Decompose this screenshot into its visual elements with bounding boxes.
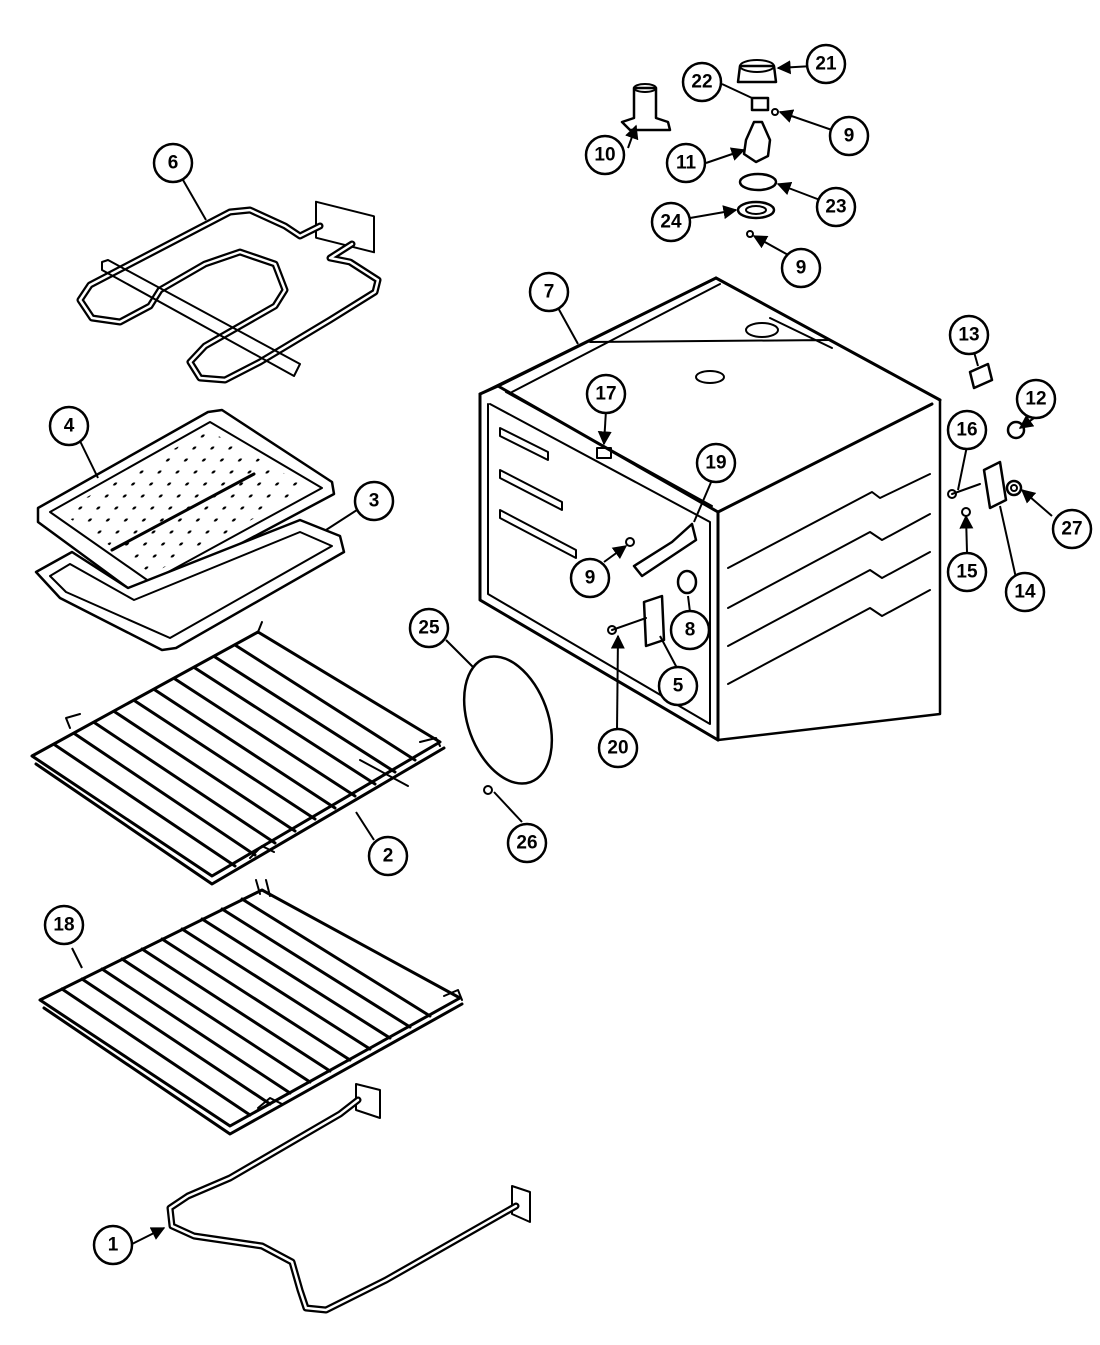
callout-20: 20 — [597, 727, 639, 769]
callout-label: 4 — [64, 416, 75, 437]
callout-label: 1 — [108, 1235, 119, 1256]
callout-1: 1 — [92, 1224, 134, 1266]
callout-label: 9 — [844, 126, 855, 147]
callout-label: 9 — [796, 258, 807, 279]
broil-pan — [34, 518, 346, 652]
callout-label: 26 — [516, 833, 537, 854]
callout-5: 5 — [657, 665, 699, 707]
light-bulb — [742, 120, 772, 164]
callout-17: 17 — [585, 373, 627, 415]
callout-label: 25 — [418, 618, 440, 639]
light-adapter — [750, 96, 770, 112]
washer — [1005, 479, 1023, 497]
callout-label: 18 — [53, 915, 74, 936]
callout-label: 10 — [594, 145, 615, 166]
callout-18: 18 — [43, 904, 85, 946]
light-gasket — [738, 172, 778, 192]
bake-element — [166, 1083, 531, 1314]
callout-16: 16 — [946, 409, 988, 451]
bracket — [642, 594, 666, 648]
callout-label: 17 — [595, 384, 616, 405]
callout-label: 27 — [1061, 519, 1082, 540]
callout-23: 23 — [815, 186, 857, 228]
callout-label: 20 — [607, 738, 628, 759]
callout-7: 7 — [528, 271, 570, 313]
callout-10: 10 — [584, 134, 626, 176]
callout-label: 8 — [685, 620, 696, 641]
callout-label: 11 — [676, 153, 697, 174]
cover-plate — [462, 655, 554, 785]
oven-rack — [30, 621, 446, 886]
callout-label: 24 — [660, 212, 682, 233]
screw — [625, 108, 779, 547]
callout-12: 12 — [1015, 378, 1057, 420]
callout-label: 16 — [956, 420, 977, 441]
callout-label: 21 — [815, 54, 837, 75]
callout-9-lower: 9 — [780, 247, 822, 289]
screw-long — [607, 617, 647, 635]
callout-label: 2 — [383, 846, 394, 867]
knob-nut — [1006, 420, 1026, 440]
callout-2: 2 — [367, 835, 409, 877]
callout-label: 15 — [956, 562, 978, 583]
callout-label: 9 — [585, 568, 596, 589]
callout-label: 7 — [544, 282, 555, 303]
callout-8: 8 — [669, 609, 711, 651]
light-socket — [620, 83, 672, 132]
callout-27: 27 — [1051, 508, 1093, 550]
light-lens — [736, 200, 776, 220]
callout-label: 23 — [825, 197, 846, 218]
callout-label: 14 — [1014, 582, 1036, 603]
callout-label: 5 — [673, 676, 684, 697]
broil-element — [76, 200, 382, 384]
leader-lines — [71, 60, 1053, 1245]
rack-stop-clip — [632, 522, 698, 578]
callout-6: 6 — [152, 142, 194, 184]
callout-label: 6 — [168, 153, 179, 174]
callout-26: 26 — [506, 822, 548, 864]
callout-14: 14 — [1004, 571, 1046, 613]
light-cover — [736, 59, 778, 84]
plug-button — [676, 569, 698, 595]
callout-19: 19 — [695, 442, 737, 484]
callout-24: 24 — [650, 201, 692, 243]
callout-label: 19 — [705, 453, 726, 474]
broil-pan-insert — [36, 408, 336, 596]
hinge-plate — [982, 460, 1008, 510]
callout-label: 12 — [1025, 389, 1046, 410]
callout-4: 4 — [48, 405, 90, 447]
callout-25: 25 — [408, 607, 450, 649]
bolt — [947, 483, 981, 499]
spacer — [968, 362, 994, 390]
callout-21: 21 — [805, 43, 847, 85]
oven-cavity — [478, 276, 942, 742]
callout-label: 13 — [958, 325, 979, 346]
callout-label: 3 — [369, 491, 380, 512]
callout-9-upper: 9 — [828, 115, 870, 157]
callout-11: 11 — [665, 142, 707, 184]
callout-22: 22 — [681, 61, 723, 103]
callout-13: 13 — [948, 314, 990, 356]
callout-3: 3 — [353, 480, 395, 522]
callout-label: 22 — [691, 72, 712, 93]
callout-9-side: 9 — [569, 557, 611, 599]
lower-oven-rack — [38, 879, 464, 1136]
callout-15: 15 — [946, 551, 988, 593]
